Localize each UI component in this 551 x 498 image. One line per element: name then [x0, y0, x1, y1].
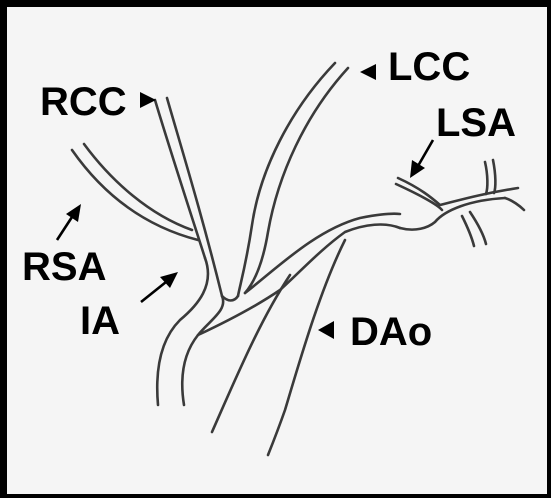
label-lcc: LCC: [388, 45, 470, 89]
label-ia: IA: [80, 299, 120, 343]
dao-arrow: [318, 321, 334, 339]
rcc-arrow: [140, 92, 156, 108]
lsa-branch-3: [462, 216, 474, 246]
lsa-arrow: [410, 140, 433, 178]
label-lsa: LSA: [436, 101, 516, 145]
rsa-arrow: [57, 204, 81, 240]
lsa-branch-5: [505, 198, 524, 210]
rcc-vessel-right: [167, 98, 222, 296]
label-dao: DAo: [350, 310, 432, 354]
rsa-vessel-inner: [84, 144, 192, 230]
lcc-vessel-right: [245, 68, 348, 293]
dao-vessel-right: [268, 240, 345, 455]
lsa-vessel-upper-wall: [398, 178, 518, 205]
lsa-branch-1: [485, 162, 487, 194]
ia-arrow: [141, 272, 178, 302]
label-rcc: RCC: [40, 80, 127, 124]
lcc-arrow: [360, 64, 376, 80]
label-rsa: RSA: [22, 245, 106, 289]
lsa-branch-2: [493, 160, 495, 193]
arch-top-wall: [222, 296, 238, 301]
rsa-vessel-outer: [72, 150, 198, 240]
